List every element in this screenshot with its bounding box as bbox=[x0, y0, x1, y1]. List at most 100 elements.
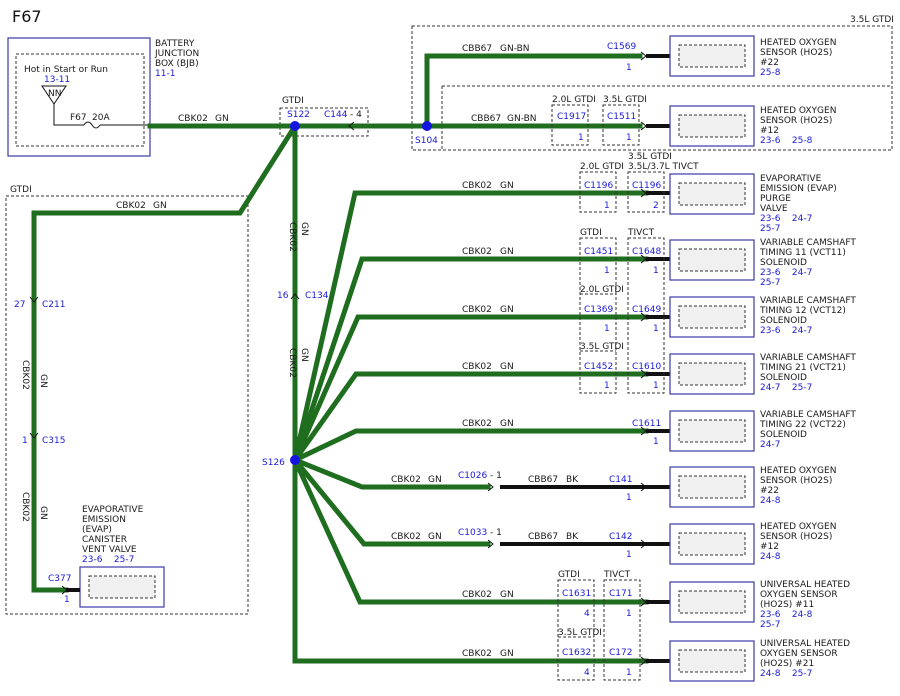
connector-c1611-pin: 1 bbox=[653, 437, 659, 447]
connector-c1648[interactable]: C1648 bbox=[632, 247, 661, 257]
wire-label-cbk02-ho2s22: CBK02 bbox=[391, 475, 421, 485]
wire-color-gnbn-mid: GN-BN bbox=[507, 114, 537, 124]
uho2s11-refs1: 23-6 24-8 bbox=[760, 610, 813, 620]
evap-purge-line3: PURGE bbox=[760, 194, 791, 204]
uho2s11-line2: OXYGEN SENSOR bbox=[760, 590, 838, 600]
wire-color-gnbn-top: GN-BN bbox=[500, 44, 530, 54]
component-ho2s12-low[interactable] bbox=[669, 523, 755, 565]
splice-s122-dot[interactable] bbox=[290, 121, 300, 131]
bjb-name-line1: BATTERY bbox=[155, 39, 195, 49]
connector-c1631[interactable]: C1631 bbox=[562, 589, 591, 599]
connector-c1511[interactable]: C1511 bbox=[607, 112, 636, 122]
splice-s104-dot[interactable] bbox=[422, 121, 432, 131]
evap-vent-line2: EMISSION bbox=[82, 515, 126, 525]
connector-c1196-a[interactable]: C1196 bbox=[584, 181, 613, 191]
connector-c1610[interactable]: C1610 bbox=[632, 362, 661, 372]
wire-label-cbb67-mid: CBB67 bbox=[471, 114, 501, 124]
uho2s11-line1: UNIVERSAL HEATED bbox=[760, 580, 850, 590]
connector-c1632-pin: 4 bbox=[584, 668, 590, 678]
connector-c1033[interactable]: C1033 bbox=[458, 528, 487, 538]
wire-color-gn-uho2s11: GN bbox=[500, 590, 514, 600]
fuse-icon bbox=[83, 121, 101, 129]
connector-c1026[interactable]: C1026 bbox=[458, 471, 487, 481]
ho2s22-low-line3: #22 bbox=[760, 486, 779, 496]
connector-c377-pin: 1 bbox=[64, 595, 70, 605]
component-uho2s11[interactable] bbox=[669, 581, 755, 623]
wire-color-gn-bjb: GN bbox=[215, 114, 229, 124]
wire-color-bk-ho2s12: BK bbox=[566, 532, 579, 542]
gtdi-c144-region bbox=[279, 107, 369, 137]
connector-c142[interactable]: C142 bbox=[609, 532, 632, 542]
connector-c1452[interactable]: C1452 bbox=[584, 362, 613, 372]
component-vct22[interactable] bbox=[669, 410, 755, 452]
connector-c1369[interactable]: C1369 bbox=[584, 305, 613, 315]
wire-label-cbb67-top: CBB67 bbox=[462, 44, 492, 54]
component-vct11[interactable] bbox=[669, 239, 755, 281]
connector-c1632[interactable]: C1632 bbox=[562, 648, 591, 658]
ho2s12-top-line1: HEATED OXYGEN bbox=[760, 106, 836, 116]
connector-c1196-b[interactable]: C1196 bbox=[632, 181, 661, 191]
ho2s12-low-line3: #12 bbox=[760, 542, 779, 552]
fuse-rating: 20A bbox=[92, 113, 110, 123]
wire-color-gn-ho2s12: GN bbox=[428, 532, 442, 542]
ho2s12-low-refs: 24-8 bbox=[760, 552, 781, 562]
connector-c141-pin: 1 bbox=[626, 493, 632, 503]
component-uho2s21[interactable] bbox=[669, 640, 755, 682]
connector-c141[interactable]: C141 bbox=[609, 475, 632, 485]
splice-s122-label: S122 bbox=[287, 110, 310, 120]
label-35-gtdi-c1511: 3.5L GTDI bbox=[603, 95, 647, 105]
connector-c1649[interactable]: C1649 bbox=[632, 305, 661, 315]
connector-c171[interactable]: C171 bbox=[609, 589, 632, 599]
gtdi-35-region bbox=[411, 25, 893, 151]
connector-c315[interactable]: C315 bbox=[42, 436, 65, 446]
connector-c172[interactable]: C172 bbox=[609, 648, 632, 658]
connector-c377[interactable]: C377 bbox=[48, 574, 71, 584]
connector-c1569-pin: 1 bbox=[626, 63, 632, 73]
wire-label-cbb67-ho2s12: CBB67 bbox=[528, 532, 558, 542]
wire-label-cbk02-vert-lower: CBK02 bbox=[287, 348, 297, 378]
vct22-line3: SOLENOID bbox=[760, 430, 807, 440]
bjb-name-line3: BOX (BJB) bbox=[155, 59, 199, 69]
component-ho2s22-low[interactable] bbox=[669, 466, 755, 508]
ho2s12-top-line2: SENSOR (HO2S) bbox=[760, 116, 832, 126]
component-evap-purge-valve[interactable] bbox=[669, 173, 755, 215]
connector-c1569[interactable]: C1569 bbox=[607, 42, 636, 52]
component-vct21[interactable] bbox=[669, 353, 755, 395]
connector-c315-pin: 1 bbox=[22, 436, 28, 446]
ho2s22-top-line3: #22 bbox=[760, 58, 779, 68]
connector-c134[interactable]: C134 bbox=[305, 291, 329, 301]
connector-c142-pin: 1 bbox=[626, 550, 632, 560]
battery-junction-box[interactable]: Hot in Start or Run 13-11 NN F67 20A bbox=[7, 37, 151, 157]
uho2s11-refs2: 25-7 bbox=[760, 620, 780, 630]
label-35-gtdi-c1452: 3.5L GTDI bbox=[580, 342, 624, 352]
vct21-line2: TIMING 21 (VCT21) bbox=[759, 363, 846, 373]
vct22-line2: TIMING 22 (VCT22) bbox=[759, 420, 846, 430]
component-vct12[interactable] bbox=[669, 296, 755, 338]
evap-purge-refs1: 23-6 24-7 bbox=[760, 214, 812, 224]
uho2s21-line2: OXYGEN SENSOR bbox=[760, 649, 838, 659]
vct11-refs2: 25-7 bbox=[760, 278, 780, 288]
connector-c1917[interactable]: C1917 bbox=[557, 112, 586, 122]
wire-color-gn-vert-lower: GN bbox=[299, 348, 309, 362]
component-evap-canister-vent-valve[interactable] bbox=[79, 566, 165, 608]
label-35-37-tivct: 3.5L/3.7L TIVCT bbox=[628, 162, 699, 172]
wire-label-cbk02-uho2s21: CBK02 bbox=[462, 649, 492, 659]
bjb-bus-label: NN bbox=[48, 89, 61, 99]
connector-c1611[interactable]: C1611 bbox=[632, 419, 661, 429]
component-ho2s12-top[interactable] bbox=[669, 105, 755, 147]
wire-color-gn-purge: GN bbox=[500, 181, 514, 191]
page-title: F67 bbox=[12, 7, 42, 26]
connector-c144[interactable]: C144 bbox=[324, 110, 348, 120]
fuse-name: F67 bbox=[70, 113, 87, 123]
component-ho2s22-top[interactable] bbox=[669, 35, 755, 77]
splice-s126-dot[interactable] bbox=[290, 455, 300, 465]
connector-c211-pin: 27 bbox=[14, 300, 25, 310]
connector-c1451[interactable]: C1451 bbox=[584, 247, 613, 257]
ho2s12-top-refs: 23-6 25-8 bbox=[760, 136, 813, 146]
uho2s21-refs1: 24-8 25-7 bbox=[760, 669, 812, 679]
connector-c211[interactable]: C211 bbox=[42, 300, 65, 310]
wire-color-gn-vct12: GN bbox=[500, 305, 514, 315]
connector-c144-pin: - 4 bbox=[350, 110, 362, 120]
label-35-gtdi-c1196: 3.5L GTDI bbox=[628, 152, 672, 162]
gtdi-left-label: GTDI bbox=[10, 185, 32, 195]
